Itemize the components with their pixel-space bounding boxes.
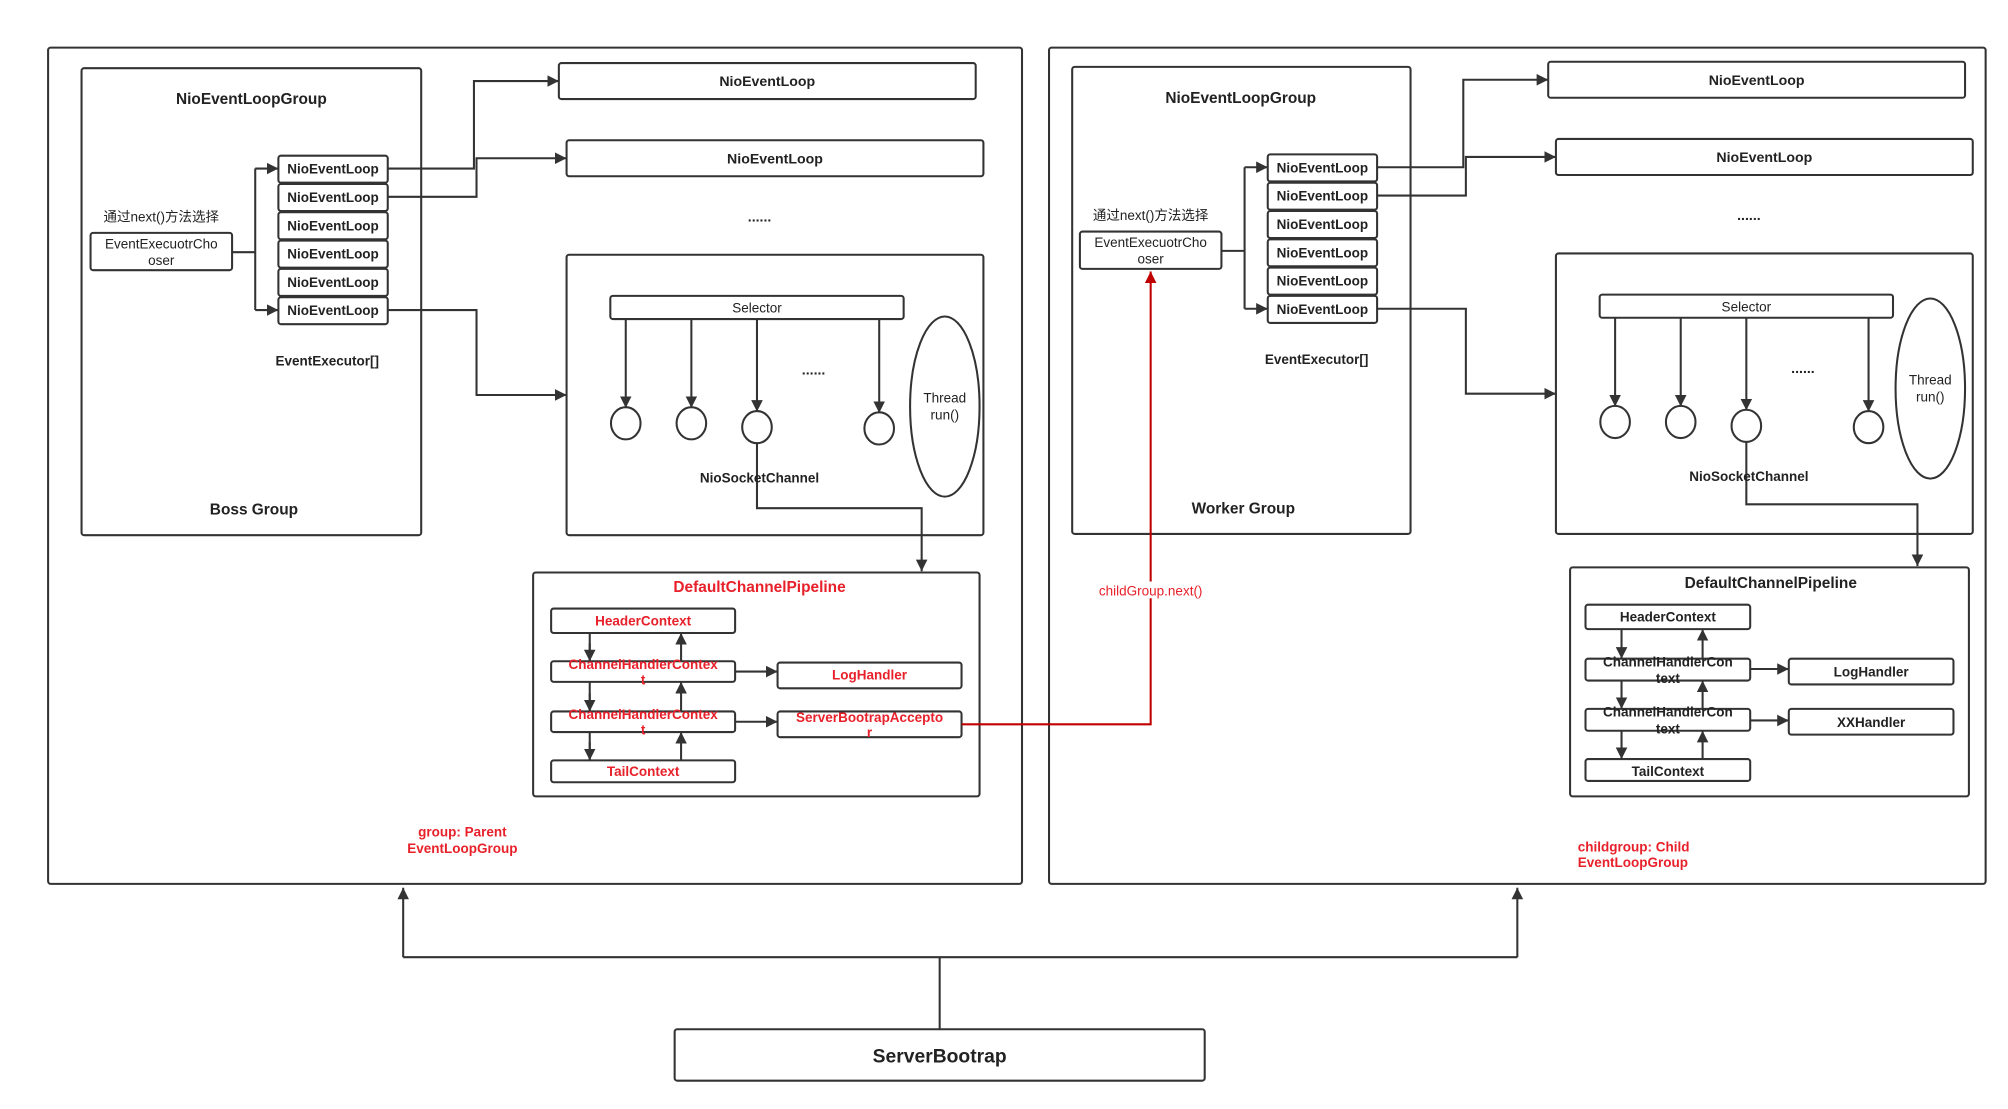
child-group-note: childgroup: Child [1578, 840, 1690, 855]
nio-event-loop: NioEventLoop [287, 218, 378, 233]
tail-context: TailContext [607, 764, 680, 779]
nio-event-loop: NioEventLoop [1277, 189, 1369, 204]
nio-socket-channel-label: NioSocketChannel [700, 470, 819, 485]
thread-ellipse [909, 315, 981, 498]
event-executor-array: NioEventLoop NioEventLoop NioEventLoop N… [277, 154, 389, 326]
nio-event-loop: NioEventLoop [1277, 245, 1369, 260]
channel-circle [675, 406, 708, 441]
chooser-label: EventExecuotrCho [1094, 235, 1207, 250]
channel-handler-context: t [641, 723, 646, 738]
boss-pipeline: DefaultChannelPipeline HeaderContext Cha… [532, 571, 981, 798]
event-executor-array-label: EventExecutor[] [276, 353, 380, 368]
nio-event-loop: NioEventLoop [287, 247, 378, 262]
event-executor-array: NioEventLoop NioEventLoop NioEventLoop N… [1266, 153, 1379, 324]
channel-circle [609, 406, 642, 441]
chooser-label: EventExecuotrCho [105, 236, 218, 251]
log-handler: LogHandler [832, 667, 908, 682]
header-context: HeaderContext [595, 613, 692, 628]
nio-socket-channel-label: NioSocketChannel [1689, 469, 1808, 484]
channel-circle [863, 411, 896, 446]
nio-event-loop: NioEventLoop [287, 275, 378, 290]
selector-label: Selector [732, 301, 782, 316]
parent-event-loop-group-panel: NioEventLoopGroup Boss Group 通过next()方法选… [47, 46, 1024, 885]
ellipsis: ...... [1791, 360, 1815, 376]
worker-group-name: Worker Group [1192, 500, 1295, 517]
thread-label: run() [931, 407, 960, 422]
selector-label: Selector [1722, 299, 1772, 314]
server-bootstrap-label: ServerBootrap [873, 1047, 1007, 1068]
top-nio-event-loop-label: NioEventLoop [1716, 149, 1812, 165]
nio-event-loop: NioEventLoop [1277, 302, 1369, 317]
xx-handler: XXHandler [1837, 715, 1906, 730]
child-event-loop-group-panel: NioEventLoopGroup Worker Group 通过next()方… [1047, 46, 1987, 885]
thread-label: Thread [1909, 373, 1952, 388]
channel-handler-context: ChannelHandlerCon [1603, 654, 1733, 669]
thread-ellipse [1894, 297, 1967, 480]
tail-context: TailContext [1632, 764, 1705, 779]
channel-circle [1852, 410, 1885, 445]
nio-event-loop: NioEventLoop [1277, 217, 1369, 232]
worker-group-title: NioEventLoopGroup [1165, 90, 1316, 107]
chooser-label: oser [1138, 252, 1165, 267]
top-nio-event-loop-label: NioEventLoop [727, 150, 823, 166]
ellipsis: ...... [1737, 207, 1761, 223]
chooser-label: oser [148, 253, 175, 268]
channel-handler-context: text [1656, 671, 1681, 686]
channel-handler-context: ChannelHandlerCon [1603, 705, 1733, 720]
channel-handler-context: text [1656, 721, 1681, 736]
ellipsis: ...... [802, 361, 826, 377]
nio-event-loop: NioEventLoop [287, 303, 378, 318]
boss-group-name: Boss Group [210, 502, 298, 519]
boss-group-title: NioEventLoopGroup [176, 91, 327, 108]
nio-event-loop: NioEventLoop [287, 190, 378, 205]
child-group-note: EventLoopGroup [1578, 855, 1688, 870]
worker-pipeline: DefaultChannelPipeline HeaderContext Cha… [1569, 566, 1970, 798]
server-bootstrap-box [673, 1028, 1206, 1082]
pipeline-title: DefaultChannelPipeline [673, 579, 846, 596]
nio-event-loop: NioEventLoop [1277, 160, 1369, 175]
server-bootstrap-acceptor: r [867, 725, 873, 740]
top-nio-event-loop-label: NioEventLoop [719, 73, 815, 89]
child-group-next-label: childGroup.next() [1099, 584, 1203, 599]
pipeline-title: DefaultChannelPipeline [1685, 575, 1858, 592]
channel-handler-context: t [641, 672, 646, 687]
thread-label: run() [1916, 389, 1945, 404]
channel-circle [1664, 404, 1697, 440]
log-handler: LogHandler [1834, 665, 1910, 680]
chooser-caption: 通过next()方法选择 [104, 209, 220, 224]
server-bootstrap-acceptor: ServerBootrapAccepto [796, 710, 943, 725]
channel-handler-context: ChannelHandlerContex [568, 657, 718, 672]
parent-group-note: EventLoopGroup [407, 841, 517, 856]
header-context: HeaderContext [1620, 609, 1717, 624]
child-group-next-arrow [961, 271, 1157, 726]
channel-circle [1599, 404, 1631, 440]
event-executor-array-label: EventExecutor[] [1265, 352, 1369, 367]
top-nio-event-loop-label: NioEventLoop [1709, 72, 1805, 88]
nio-event-loop: NioEventLoop [1277, 274, 1369, 289]
chooser-caption: 通过next()方法选择 [1093, 208, 1209, 223]
channel-circle [1730, 408, 1763, 443]
channel-circle [741, 410, 773, 445]
channel-handler-context: ChannelHandlerContex [568, 707, 718, 722]
ellipsis: ...... [748, 208, 772, 224]
parent-group-note: group: Parent [418, 824, 507, 839]
nio-event-loop: NioEventLoop [287, 162, 378, 177]
thread-label: Thread [923, 391, 966, 406]
